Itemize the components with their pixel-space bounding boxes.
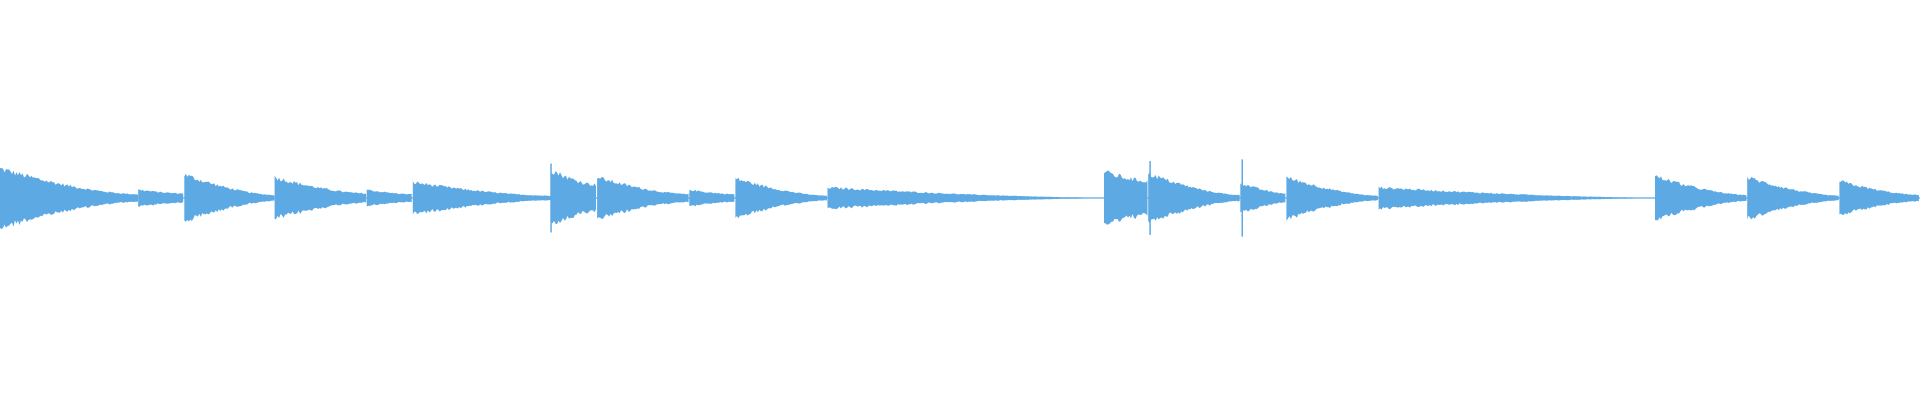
waveform-segment: [1286, 176, 1378, 221]
waveform-segment: [827, 186, 1104, 210]
waveform-segment: [1747, 176, 1839, 220]
waveform-segment: [412, 181, 551, 215]
waveform-segment: [597, 177, 689, 219]
waveform-segment: [0, 167, 138, 230]
waveform-segment: [366, 189, 412, 207]
waveform-segment: [551, 171, 596, 225]
waveform-segment: [274, 175, 367, 220]
waveform-segment: [1839, 180, 1919, 215]
waveform-segment: [184, 173, 275, 222]
waveform-segment: [1378, 186, 1655, 210]
waveform-segment: [1655, 175, 1747, 221]
waveform-segment: [1148, 172, 1240, 224]
waveform-segment: [1104, 170, 1148, 225]
waveform-segment: [735, 177, 827, 219]
waveform-segment: [689, 189, 735, 207]
waveform-segment: [1240, 183, 1286, 213]
waveform-segment: [138, 189, 184, 207]
